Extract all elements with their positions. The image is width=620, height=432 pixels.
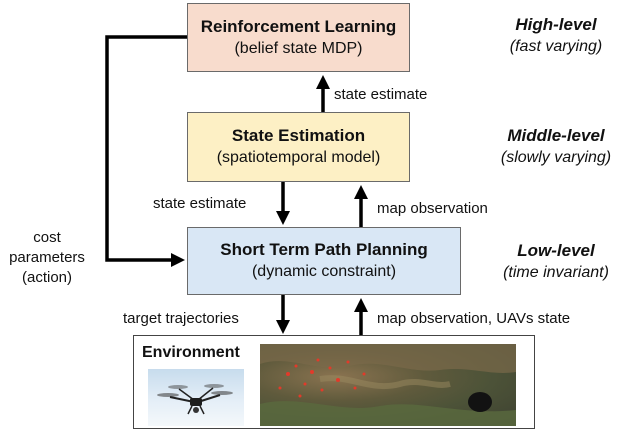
- environment-title: Environment: [142, 344, 240, 361]
- level-low-heading: Low-level: [517, 241, 595, 260]
- level-high-heading: High-level: [515, 15, 597, 34]
- rl-title: Reinforcement Learning: [200, 16, 397, 36]
- label-se-to-sp: state estimate: [153, 195, 247, 212]
- label-sp-to-se: map observation: [377, 200, 488, 217]
- satellite-map: [260, 344, 516, 426]
- state-estimation-box: State Estimation (spatiotemporal model): [187, 112, 410, 182]
- reinforcement-learning-box: Reinforcement Learning (belief state MDP…: [187, 3, 410, 72]
- satellite-terrain: [260, 344, 516, 426]
- se-title: State Estimation: [231, 126, 366, 145]
- label-rl-to-sp: cost parameters (action): [2, 228, 92, 288]
- se-subtitle: (spatiotemporal model): [216, 149, 381, 166]
- environment-box: Environment: [133, 335, 535, 429]
- level-high-desc: (fast varying): [509, 38, 603, 55]
- sp-title: Short Term Path Planning: [220, 240, 428, 259]
- label-rl-to-sp-line2: parameters: [9, 249, 85, 266]
- sp-subtitle: (dynamic constraint): [251, 263, 397, 280]
- level-middle-desc: (slowly varying): [500, 149, 612, 166]
- level-middle: Middle-level (slowly varying): [486, 125, 620, 169]
- level-high: High-level (fast varying): [486, 14, 620, 58]
- level-low: Low-level (time invariant): [486, 240, 620, 284]
- label-rl-to-sp-line1: cost: [33, 229, 61, 246]
- drone-photo: [148, 369, 244, 426]
- label-sp-to-env: target trajectories: [123, 310, 239, 327]
- path-planning-box: Short Term Path Planning (dynamic constr…: [187, 227, 461, 295]
- label-env-to-sp: map observation, UAVs state: [377, 310, 571, 327]
- level-low-desc: (time invariant): [503, 264, 609, 281]
- label-se-to-rl: state estimate: [334, 86, 428, 103]
- rl-subtitle: (belief state MDP): [234, 39, 363, 57]
- arrow-rl-to-sp: [105, 35, 187, 267]
- label-rl-to-sp-line3: (action): [21, 269, 73, 286]
- level-middle-heading: Middle-level: [507, 126, 605, 145]
- drone-icon: [157, 384, 233, 415]
